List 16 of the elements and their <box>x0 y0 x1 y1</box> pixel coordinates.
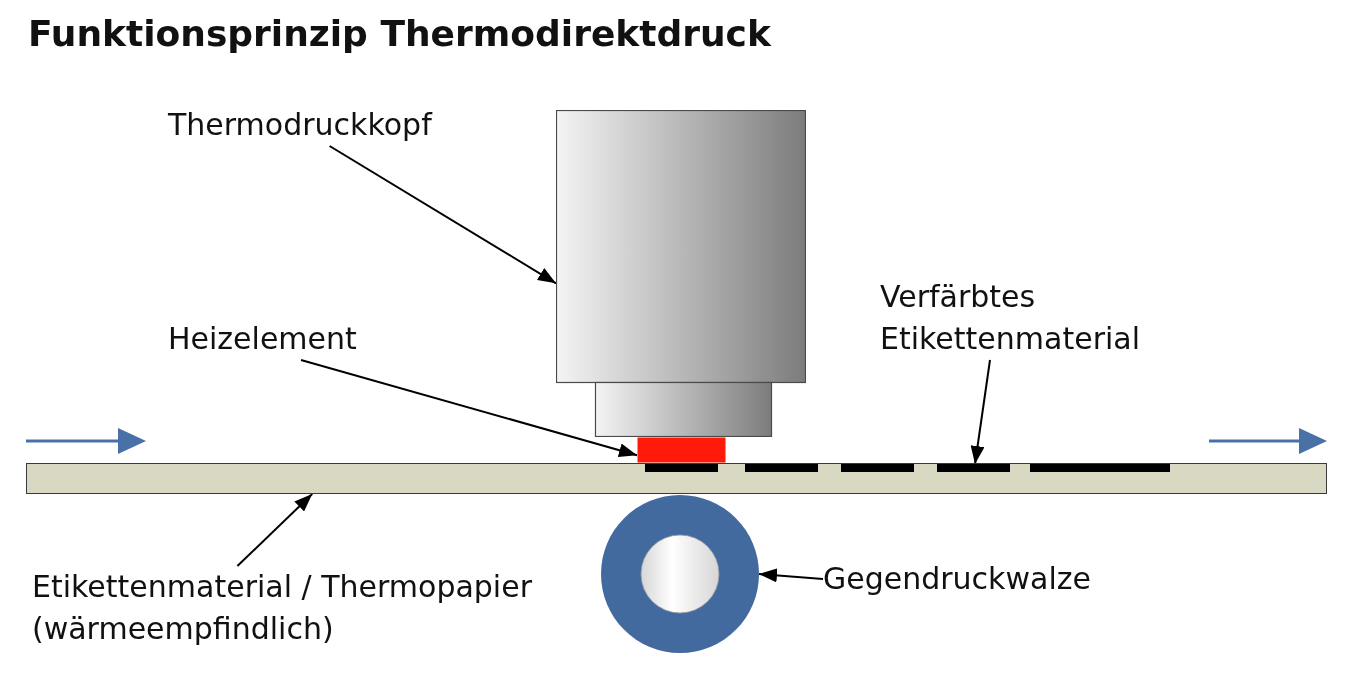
print-mark <box>937 464 1010 472</box>
leader-line <box>300 359 638 458</box>
pressure-roller <box>601 495 759 653</box>
heating-element <box>637 437 726 463</box>
paper-strip <box>26 463 1327 494</box>
callout-label: Thermodruckkopf <box>168 104 433 146</box>
callout-label: Etikettenmaterial / Thermopapier (wärmeempfindlich) <box>32 566 533 650</box>
callout-label: Gegendruckwalze <box>823 558 1092 600</box>
diagram-title: Funktionsprinzip Thermodirektdruck <box>28 12 771 56</box>
leader-line <box>758 568 824 583</box>
leader-line <box>970 359 991 465</box>
print-head <box>556 110 806 437</box>
leader-line <box>236 493 314 567</box>
callout-label: Verfärbtes Etikettenmaterial <box>880 276 1142 360</box>
leader-line <box>328 145 557 285</box>
callout-label: Heizelement <box>168 318 358 360</box>
